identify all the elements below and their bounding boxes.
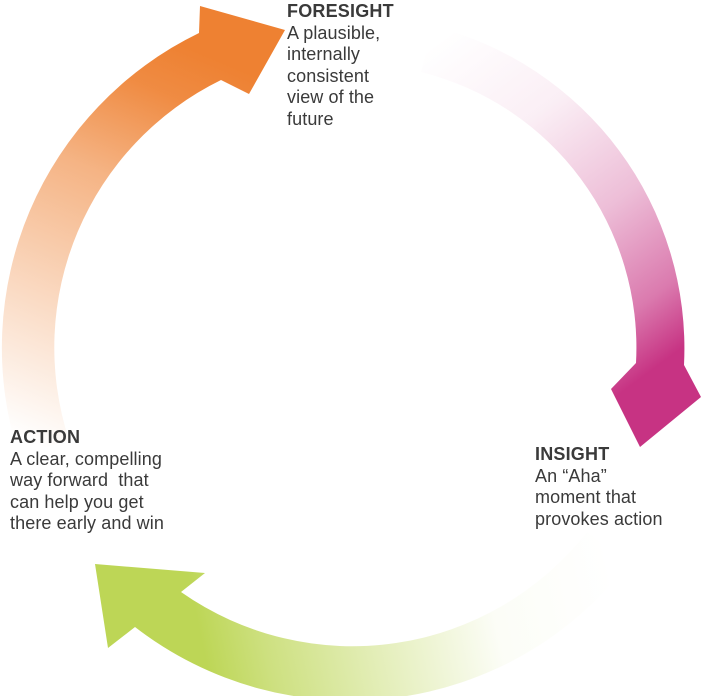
- action-title: ACTION: [10, 427, 81, 447]
- foresight-description: A plausible, internally consistent view …: [287, 22, 381, 129]
- foresight-arrow: [1, 6, 286, 456]
- insight-title: INSIGHT: [535, 444, 610, 464]
- insight-label-group: INSIGHT An “Aha” moment that provokes ac…: [535, 444, 706, 530]
- foresight-label-group: FORESIGHT A plausible, internally consis…: [287, 1, 447, 130]
- action-label-group: ACTION A clear, compelling way forward t…: [10, 427, 225, 535]
- insight-description: An “Aha” moment that provokes action: [535, 465, 663, 529]
- foresight-title: FORESIGHT: [287, 1, 394, 21]
- action-arrow: [95, 532, 628, 696]
- insight-arrow: [421, 26, 701, 447]
- action-description: A clear, compelling way forward that can…: [10, 448, 164, 534]
